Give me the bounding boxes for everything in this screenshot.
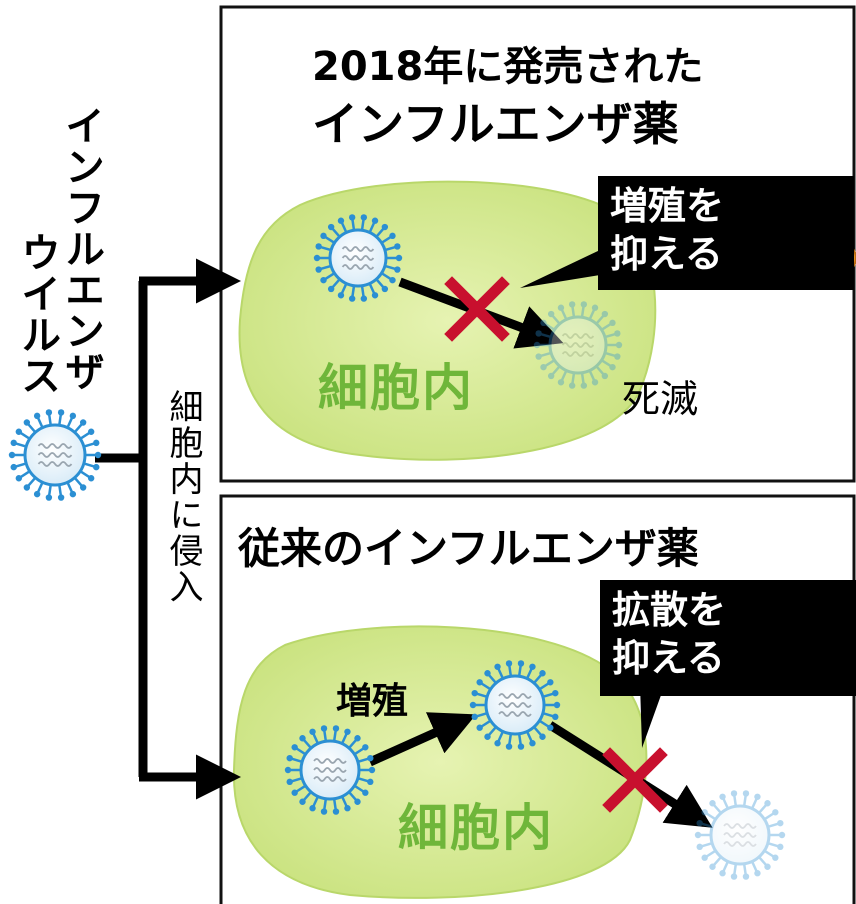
virus-label: インフルエンザ bbox=[58, 105, 104, 392]
cell-label-new: 細胞内 bbox=[318, 359, 474, 417]
panel-new-title-line2: インフルエンザ薬 bbox=[312, 97, 679, 151]
callout-old-line2: 抑える bbox=[612, 636, 725, 680]
grow-label: 増殖 bbox=[336, 681, 409, 722]
panel-new-title-line1: 2018年に発売された bbox=[312, 44, 704, 90]
virus-icon bbox=[284, 725, 376, 815]
callout-new-pointer bbox=[520, 250, 600, 288]
callout-old-pointer bbox=[640, 684, 665, 748]
callout-new-line1: 増殖を bbox=[610, 184, 725, 228]
callout-old-line1: 拡散を bbox=[612, 588, 727, 632]
panel-old-title: 従来のインフルエンザ薬 bbox=[238, 524, 699, 573]
virus-icon bbox=[313, 214, 403, 302]
invasion-connector bbox=[95, 258, 241, 800]
block-mark-new bbox=[444, 276, 510, 342]
dead-label: 死滅 bbox=[622, 377, 699, 421]
virus-icon bbox=[8, 409, 102, 501]
block-mark-old bbox=[602, 747, 668, 813]
callout-old: 拡散を 抑える bbox=[600, 580, 856, 696]
callout-new-line2: 抑える bbox=[610, 232, 723, 276]
invade-label: 細胞内に侵入 bbox=[157, 385, 210, 609]
callout-new: 増殖を 抑える bbox=[598, 176, 854, 290]
cell-label-old: 細胞内 bbox=[398, 799, 554, 857]
virus-label-sub: ウイルス bbox=[14, 232, 60, 396]
virus-spreading-icon bbox=[694, 790, 786, 880]
virus-dead-icon bbox=[533, 301, 623, 389]
virus-icon bbox=[469, 660, 561, 750]
